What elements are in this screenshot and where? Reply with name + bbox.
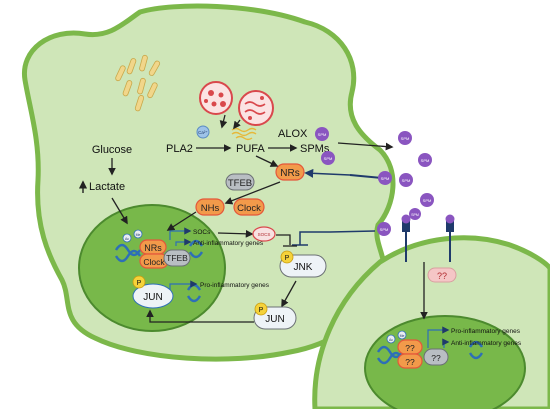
tfeb-pill-nucleus: TFEB [163,249,191,267]
svg-text:P: P [285,255,290,262]
spm-receptor-lower-1: SPM [377,222,391,236]
anti-gene-arrow-neighbor [442,338,450,348]
svg-text:NRs: NRs [144,243,162,253]
alox-label: ALOX [278,128,308,140]
spm-receptor-upper: SPM [349,171,392,185]
svg-text:SOCS: SOCS [258,232,271,237]
spm-receptor-neighbor-2 [445,214,455,262]
spm-molecule-2: SPM [321,151,335,165]
svg-text:??: ?? [405,343,415,353]
methyl-mark: Me [133,229,143,239]
svg-text:SPM: SPM [401,136,410,141]
socs-gene-arrow [169,227,192,240]
svg-text:??: ?? [431,353,441,363]
methyl-mark-neighbor: Me [397,330,407,340]
nrs-pill-nucleus: NRs [139,239,167,255]
pro-gene-label: Pro-inflammatory genes [200,282,270,289]
svg-text:NHs: NHs [201,203,220,214]
tfeb-pill-cytoplasm: TFEB [225,173,255,191]
anti-gene-label: Anti-inflammatory genes [193,240,264,247]
svg-text:P: P [259,307,264,314]
svg-text:SPM: SPM [423,198,432,203]
svg-text:P: P [137,280,142,287]
spm-molecule-1: SPM [315,127,329,141]
socs-gene-label: SOCs [193,229,211,236]
svg-text:Ac: Ac [125,237,129,241]
socs-protein: SOCS [252,226,276,242]
dna-helix-neighbor-1 [376,345,404,365]
acetyl-mark: Ac [122,233,132,243]
jun-nucleus: JUN P [132,275,174,309]
spm-extracellular: SPM SPM SPM SPM SPM [398,131,434,220]
inhibition-receptor-jnk [299,230,376,245]
arrow-nhs-nucleus [166,211,197,231]
pro-gene-arrow-neighbor [427,326,450,348]
spm-receptor-neighbor-1 [401,214,411,262]
acetyl-mark-neighbor: Ac [386,334,396,344]
arrow-socs-protein [217,229,254,238]
spms-label: SPMs [300,143,330,155]
unknown-pill-neighbor-1: ?? [397,339,423,355]
svg-text:Me: Me [136,233,141,237]
svg-text:SPM: SPM [402,178,411,183]
svg-text:TFEB: TFEB [228,178,252,189]
lysosome-2 [238,90,274,126]
svg-text:SPM: SPM [318,132,327,137]
pufa-label: PUFA [236,143,265,155]
arrow-jnk-jun [281,280,297,308]
svg-text:SPM: SPM [380,227,389,232]
arrow-lysosome-1 [219,114,228,129]
dna-helix-1 [114,243,142,263]
anti-gene-arrow [175,238,192,246]
svg-text:SPM: SPM [381,176,390,181]
glucose-label: Glucose [92,144,132,156]
lysosome-1 [199,81,233,115]
svg-text:Ac: Ac [389,338,393,342]
unknown-pill-neighbor: ?? [427,267,457,283]
calcium-ion [196,125,210,139]
nrs-pill-cytoplasm: NRs [275,163,305,181]
svg-text:Clock: Clock [237,203,261,214]
svg-text:SPM: SPM [411,213,419,217]
arrow-spm-export [337,142,394,151]
svg-text:Me: Me [400,334,405,338]
svg-text:SPM: SPM [421,158,430,163]
calcium-label: Ca²⁺ [198,130,208,135]
pro-gene-arrow [169,280,198,290]
arrow-receptor-nrs [304,168,351,178]
arrow-pufa-nrs [255,155,279,167]
svg-text:JNK: JNK [294,262,313,273]
svg-text:??: ?? [437,271,447,281]
pro-gene-label-neighbor: Pro-inflammatory genes [451,328,521,335]
dna-helix-neighbor-2 [468,340,484,360]
arrow-nrs-nhs [224,181,281,205]
inhibition-socs-jnk [276,234,291,245]
pla2-label: PLA2 [166,143,193,155]
anti-gene-label-neighbor: Anti-inflammatory genes [451,340,522,347]
svg-text:JUN: JUN [143,292,162,303]
arrow-lactate-nucleus [111,197,128,225]
unknown-pill-neighbor-3: ?? [423,348,449,366]
jnk-pill: JNK P [279,250,327,278]
svg-text:JUN: JUN [265,314,284,325]
svg-text:SPM: SPM [324,156,333,161]
lactate-label: Lactate [89,181,125,193]
arrow-lysosome-2 [233,119,241,130]
unknown-pill-neighbor-2: ?? [397,353,423,369]
svg-text:TFEB: TFEB [166,253,188,263]
clock-pill-cytoplasm: Clock [233,198,265,216]
svg-text:NRs: NRs [280,168,299,179]
jun-cytoplasm: JUN P [253,302,297,330]
svg-text:Clock: Clock [143,257,165,267]
nhs-pill-cytoplasm: NHs [195,198,225,216]
svg-text:??: ?? [405,357,415,367]
arrow-jun-nucleus [146,309,254,323]
lipid-granules [115,54,161,112]
